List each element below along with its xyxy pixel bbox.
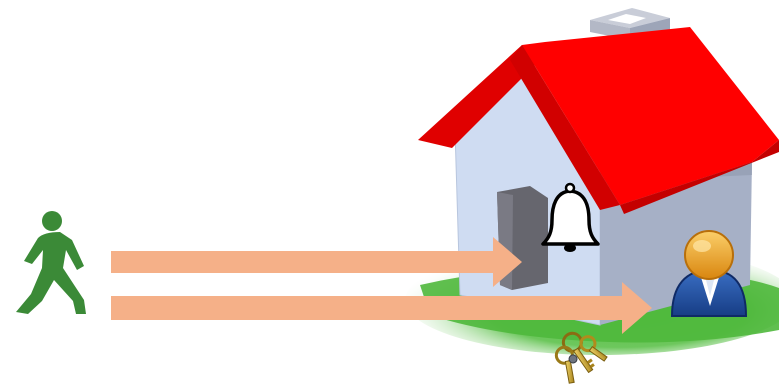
walking-person-icon bbox=[16, 211, 86, 314]
